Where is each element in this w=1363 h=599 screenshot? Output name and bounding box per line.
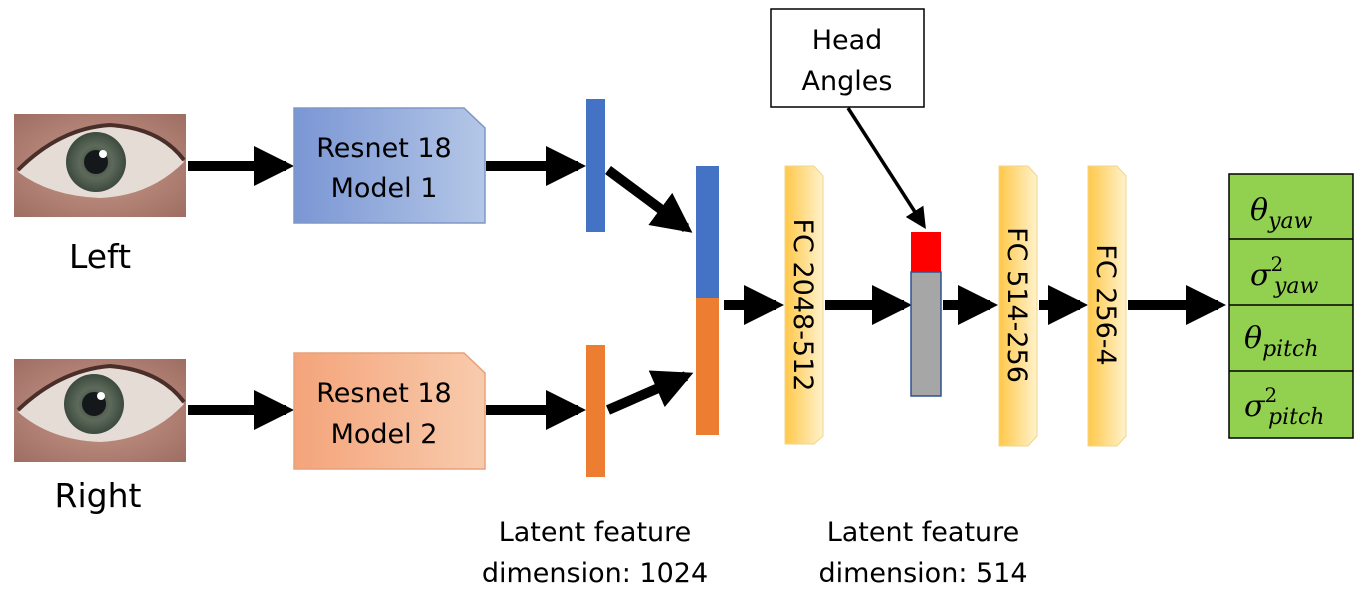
head-angles-box: Head Angles [770, 8, 925, 108]
fc2-label: FC 514-256 [1001, 227, 1032, 383]
latent-label-2-line2: dimension: 514 [818, 558, 1027, 589]
output-theta-pitch: θpitch [1244, 321, 1319, 362]
latent-label-1-line1: Latent feature [499, 517, 692, 548]
right-eye-image [14, 359, 186, 462]
head-angles-line2: Angles [802, 66, 893, 97]
arrow-left-feature-to-concat [605, 165, 693, 233]
output-theta-yaw: θyaw [1250, 193, 1313, 234]
head-angles-line1: Head [812, 25, 883, 56]
fc3-label: FC 256-4 [1090, 244, 1121, 365]
right-feature-bar [586, 345, 605, 477]
right-eye-label: Right [55, 476, 142, 515]
model1-line1: Resnet 18 [316, 133, 451, 164]
left-feature-bar [586, 99, 605, 232]
left-eye-image [14, 114, 186, 217]
fc-layer-1: FC 2048-512 [784, 165, 824, 445]
resnet-model-1: Resnet 18 Model 1 [293, 107, 486, 224]
latent-label-2-line1: Latent feature [827, 517, 1020, 548]
fc-layer-2: FC 514-256 [998, 165, 1038, 447]
combined-feature [910, 232, 942, 397]
model2-line2: Model 2 [331, 419, 438, 450]
concatenated-feature [696, 166, 719, 435]
left-eye-label: Left [69, 237, 131, 276]
latent-label-1-line2: dimension: 1024 [482, 558, 708, 589]
fc-layer-3: FC 256-4 [1087, 165, 1127, 447]
model1-line2: Model 1 [331, 173, 438, 204]
resnet-model-2: Resnet 18 Model 2 [293, 352, 486, 470]
arrow-right-feature-to-concat [606, 370, 694, 415]
model2-line1: Resnet 18 [316, 378, 451, 409]
fc1-label: FC 2048-512 [787, 219, 818, 392]
arrow-head-angles-to-feature [846, 107, 926, 229]
